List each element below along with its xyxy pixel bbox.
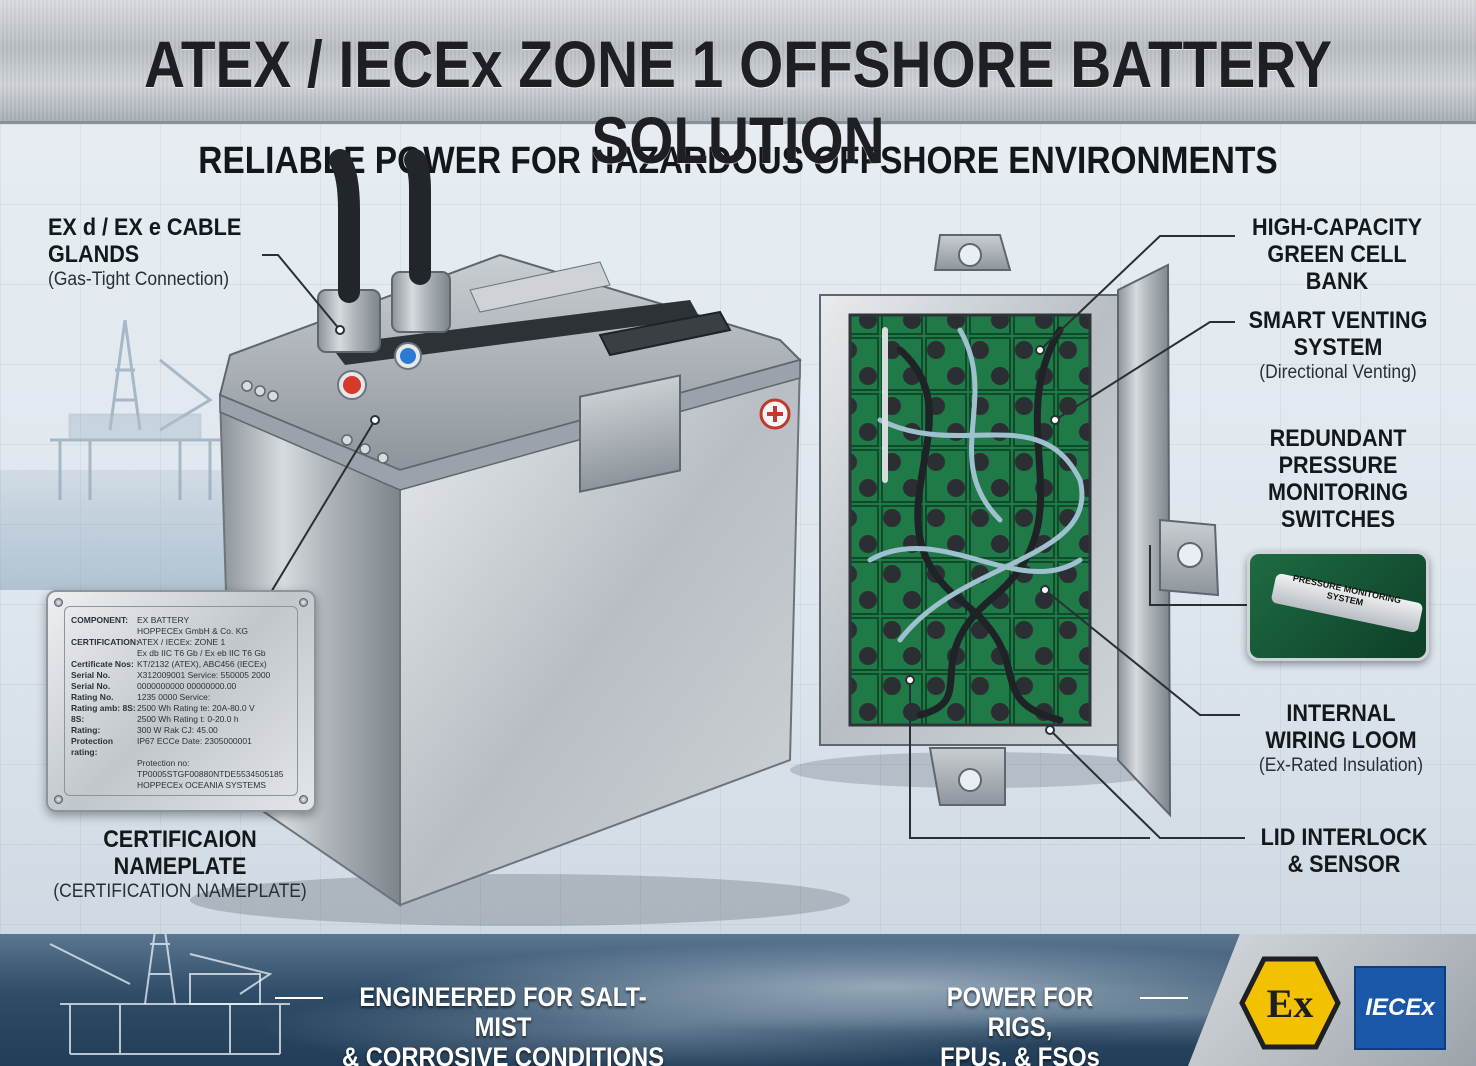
nameplate-row: CERTIFICATION:ATEX / IECEx: ZONE 1 <box>71 637 291 648</box>
divider-line <box>275 997 323 999</box>
nameplate-row: Protection no: TP0005STGF00880NTDE553450… <box>71 758 291 780</box>
nameplate-key <box>71 626 137 637</box>
iecex-logo: IECEx <box>1354 966 1446 1050</box>
iecex-logo-text: IECEx <box>1365 994 1435 1021</box>
callout-title-line2: GREEN CELL BANK <box>1267 241 1407 295</box>
footer-line1: ENGINEERED FOR SALT-MIST <box>359 982 647 1042</box>
callout-title-line1: HIGH-CAPACITY <box>1251 214 1422 241</box>
nameplate-value: Protection no: TP0005STGF00880NTDE553450… <box>137 758 284 779</box>
divider-line <box>1140 997 1188 999</box>
nameplate-key <box>71 648 137 659</box>
nameplate-row: Serial No. X312009001 Service: 550005 200… <box>71 670 291 681</box>
callout-title-line3: MONITORING <box>1267 479 1409 506</box>
callout-cell-bank: HIGH-CAPACITY GREEN CELL BANK <box>1232 214 1442 295</box>
callout-title-line1: REDUNDANT <box>1269 425 1407 452</box>
callout-title-line2: WIRING LOOM <box>1265 727 1417 754</box>
nameplate-value: 1235 0000 Service: <box>137 692 211 702</box>
nameplate-key: Rating: <box>71 725 101 735</box>
callout-title-line2: & SENSOR <box>1287 851 1401 878</box>
nameplate-row: 8S: 2500 Wh Rating t: 0-20.0 h <box>71 714 291 725</box>
nameplate-row: Rating No. 1235 0000 Service: <box>71 692 291 703</box>
screw-icon <box>299 598 308 607</box>
callout-title-line1: LID INTERLOCK <box>1260 824 1428 851</box>
callout-cable-glands: EX d / EX e CABLE GLANDS (Gas-Tight Conn… <box>48 214 338 292</box>
nameplate-key: 8S: <box>71 714 85 724</box>
battery-illustration <box>190 149 1250 926</box>
nameplate-key: Serial No. <box>71 670 111 680</box>
atex-logo-text: Ex <box>1267 981 1314 1026</box>
nameplate-value: X312009001 Service: 550005 2000 <box>137 670 271 680</box>
pressure-monitoring-inset: PRESSURE MONITORING SYSTEM <box>1247 551 1429 661</box>
footer-line2: FPUs, & FSOs <box>940 1042 1100 1066</box>
footer-power-rigs: POWER FOR RIGS, FPUs, & FSOs <box>914 982 1125 1066</box>
nameplate-row: HOPPECEx GmbH & Co. KG <box>71 626 291 637</box>
callout-title-line2: PRESSURE <box>1278 452 1398 479</box>
callout-title: CERTIFICAION NAMEPLATE <box>103 826 257 880</box>
callout-subtitle: (Ex-Rated Insulation) <box>1258 755 1424 776</box>
nameplate-value: IP67 ECCe Date: 2305000001 <box>137 736 252 746</box>
footer-line1: POWER FOR RIGS, <box>946 982 1094 1042</box>
header-banner <box>0 0 1476 124</box>
nameplate-value: Ex db IIC T6 Gb / Ex eb IIC T6 Gb <box>137 648 266 658</box>
nameplate-row: HOPPECEx OCEANIA SYSTEMS <box>71 780 291 791</box>
page-title: ATEX / IECEx ZONE 1 OFFSHORE BATTERY SOL… <box>144 27 1332 177</box>
nameplate-row: Protection rating: IP67 ECCe Date: 230500… <box>71 736 291 758</box>
callout-subtitle: (Directional Venting) <box>1259 362 1417 383</box>
nameplate-row: Rating amb: 8S:2500 Wh Rating te: 20A-80… <box>71 703 291 714</box>
callout-title-line1: SMART VENTING <box>1248 307 1428 334</box>
callout-title-line4: SWITCHES <box>1280 506 1395 533</box>
footer-salt-mist: ENGINEERED FOR SALT-MIST & CORROSIVE CON… <box>340 982 666 1066</box>
nameplate-value: KT/2132 (ATEX), ABC456 (IECEx) <box>137 659 267 669</box>
nameplate-key: Rating No. <box>71 692 114 702</box>
screw-icon <box>54 795 63 804</box>
nameplate-key <box>71 758 137 780</box>
callout-subtitle: (CERTIFICATION NAMEPLATE) <box>53 881 307 902</box>
battery-box-open <box>819 234 1220 818</box>
callout-title-line1: INTERNAL <box>1286 700 1396 727</box>
screw-icon <box>54 598 63 607</box>
nameplate-row: COMPONENT: EX BATTERY <box>71 615 291 626</box>
atex-ex-logo: Ex <box>1239 956 1341 1050</box>
callout-pressure-switches: REDUNDANT PRESSURE MONITORING SWITCHES <box>1240 425 1436 533</box>
callout-title-line2: SYSTEM <box>1293 334 1383 361</box>
callout-venting: SMART VENTING SYSTEM (Directional Ventin… <box>1238 307 1438 385</box>
nameplate-row: Rating: 300 W Rak CJ: 45.00 <box>71 725 291 736</box>
callout-lid-interlock: LID INTERLOCK & SENSOR <box>1246 824 1442 878</box>
rig-outline-icon <box>49 934 290 1055</box>
callout-nameplate: CERTIFICAION NAMEPLATE (CERTIFICATION NA… <box>30 826 330 904</box>
nameplate-value: EX BATTERY <box>137 615 190 625</box>
nameplate-key: Protection rating: <box>71 736 114 757</box>
callout-subtitle: (Gas-Tight Connection) <box>48 269 230 290</box>
nameplate-value: 300 W Rak CJ: 45.00 <box>137 725 218 735</box>
callout-wiring-loom: INTERNAL WIRING LOOM (Ex-Rated Insulatio… <box>1238 700 1444 778</box>
nameplate-row: Serial No. 0000000000 00000000.00 <box>71 681 291 692</box>
screw-icon <box>299 795 308 804</box>
battery-box-closed <box>218 149 802 907</box>
nameplate-key <box>71 780 137 791</box>
callout-title: EX d / EX e CABLE GLANDS <box>48 214 242 268</box>
nameplate-value: HOPPECEx OCEANIA SYSTEMS <box>137 780 266 790</box>
nameplate-row: Ex db IIC T6 Gb / Ex eb IIC T6 Gb <box>71 648 291 659</box>
nameplate-row: Certificate Nos:KT/2132 (ATEX), ABC456 (… <box>71 659 291 670</box>
nameplate-key: Rating amb: 8S: <box>71 703 136 713</box>
page-subtitle: RELIABLE POWER FOR HAZARDOUS OFFSHORE EN… <box>198 140 1278 182</box>
footer-line2: & CORROSIVE CONDITIONS <box>341 1042 665 1066</box>
nameplate-key: CERTIFICATION: <box>71 637 139 647</box>
oil-rig-silhouette <box>50 319 220 500</box>
nameplate-value: 2500 Wh Rating t: 0-20.0 h <box>137 714 239 724</box>
nameplate-key: Certificate Nos: <box>71 659 134 669</box>
nameplate-key: Serial No. <box>71 681 111 691</box>
nameplate-value: 0000000000 00000000.00 <box>137 681 237 691</box>
nameplate-value: HOPPECEx GmbH & Co. KG <box>137 626 248 636</box>
nameplate-value: 2500 Wh Rating te: 20A-80.0 V <box>137 703 255 713</box>
nameplate-key: COMPONENT: <box>71 615 129 625</box>
nameplate-value: ATEX / IECEx: ZONE 1 <box>137 637 226 647</box>
